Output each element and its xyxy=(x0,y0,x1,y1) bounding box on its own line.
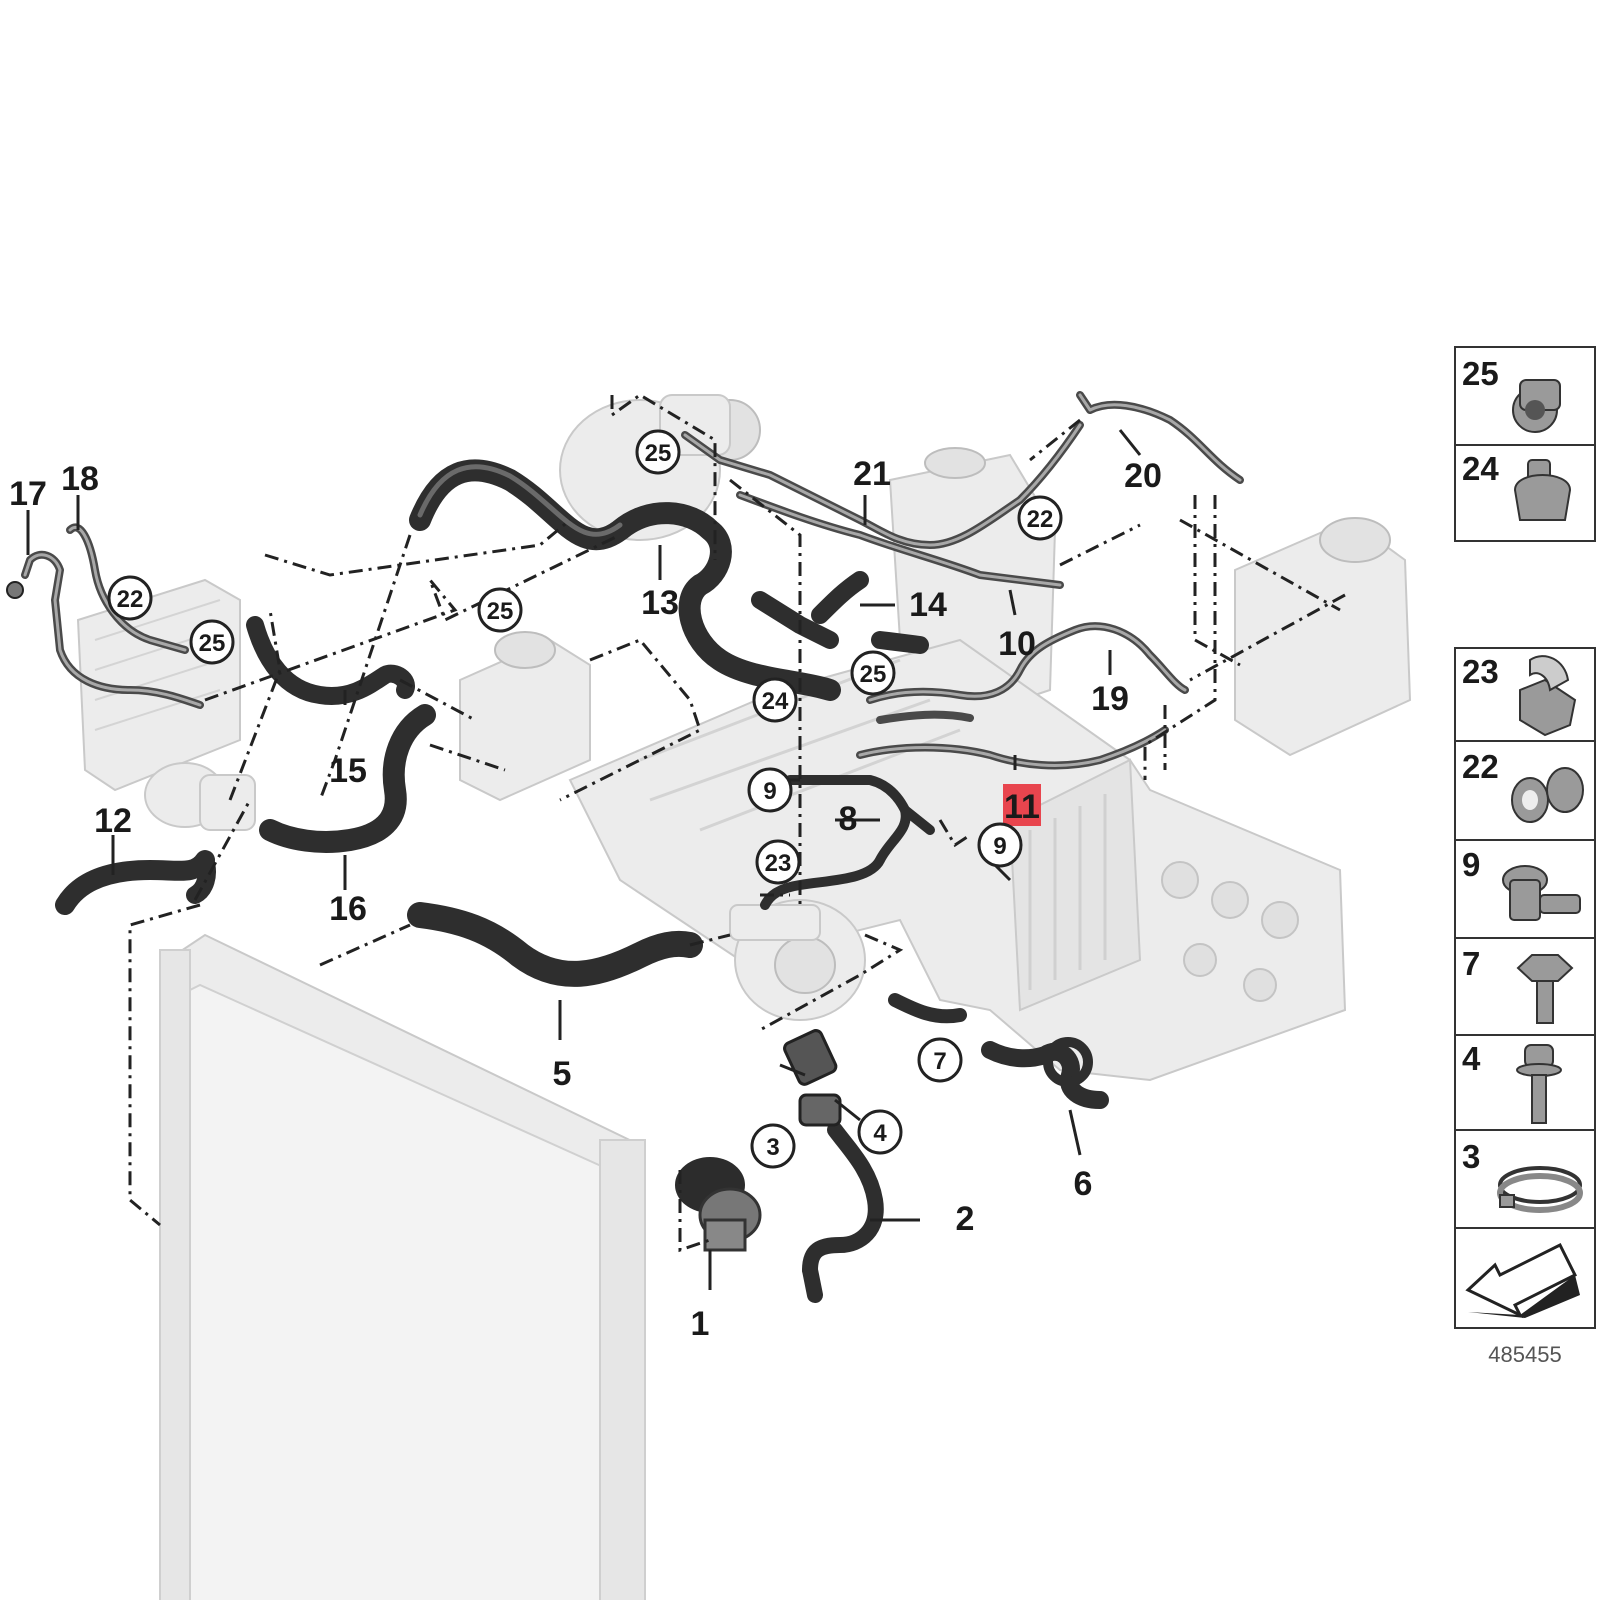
hoses xyxy=(55,459,1109,1303)
engine-block xyxy=(568,638,1347,1082)
legend-number: 4 xyxy=(1462,1040,1481,1077)
legend-number: 7 xyxy=(1462,945,1480,982)
legend-item-24: 24 xyxy=(1462,450,1572,521)
legend-number: 22 xyxy=(1462,748,1499,785)
legend-item-3: 3 xyxy=(1462,1138,1583,1213)
legend-item-9: 9 xyxy=(1462,846,1581,921)
callout-20: 20 xyxy=(1124,457,1162,495)
callout-16: 16 xyxy=(329,890,367,928)
callout-8: 8 xyxy=(839,800,858,838)
diagram-number: 485455 xyxy=(1488,1342,1561,1367)
circled-label: 22 xyxy=(117,586,144,613)
direction-arrow-icon xyxy=(1465,1242,1580,1319)
circled-label: 25 xyxy=(199,630,226,657)
circled-callouts: 25 25 25 25 22 22 24 23 xyxy=(107,429,1063,1169)
hex-bolt-icon xyxy=(1516,954,1574,1024)
hose-clip-icon xyxy=(1513,459,1572,521)
legend-number: 9 xyxy=(1462,846,1480,883)
circled-callout-25: 25 xyxy=(635,429,681,475)
circled-callout-3: 3 xyxy=(750,1123,796,1169)
circled-label: 24 xyxy=(762,688,789,715)
circled-callout-9: 9 xyxy=(977,822,1023,868)
callout-12: 12 xyxy=(94,802,132,840)
circled-label: 9 xyxy=(993,833,1006,860)
circled-callout-23: 23 xyxy=(755,839,801,885)
pipes xyxy=(6,391,1244,770)
thermostat-part xyxy=(675,1157,762,1252)
circled-label: 25 xyxy=(487,598,514,625)
callout-1: 1 xyxy=(691,1305,710,1343)
callout-2: 2 xyxy=(956,1200,975,1238)
legend-number: 25 xyxy=(1462,355,1499,392)
hose-connector-icon xyxy=(1512,379,1561,433)
circled-callout-22: 22 xyxy=(1017,495,1063,541)
legend-number: 3 xyxy=(1462,1138,1480,1175)
callout-14: 14 xyxy=(909,586,947,624)
double-clip-icon xyxy=(1511,767,1584,823)
legend-number: 23 xyxy=(1462,653,1499,690)
circled-label: 25 xyxy=(860,661,887,688)
callout-6: 6 xyxy=(1074,1165,1093,1203)
clip-holder-icon xyxy=(1519,655,1577,737)
circled-callout-25: 25 xyxy=(189,619,235,665)
circled-label: 23 xyxy=(765,850,792,877)
callout-19: 19 xyxy=(1091,680,1129,718)
circled-label: 3 xyxy=(766,1134,779,1161)
background-components xyxy=(76,394,1412,1600)
circled-callout-22: 22 xyxy=(107,575,153,621)
highlight-box xyxy=(1003,784,1041,826)
radiator xyxy=(159,933,646,1600)
circled-callout-7: 7 xyxy=(917,1037,963,1083)
callout-18: 18 xyxy=(61,460,99,498)
hose-clamp-icon xyxy=(1497,1166,1583,1213)
collar-screw-icon xyxy=(1516,1044,1562,1124)
circled-label: 25 xyxy=(645,440,672,467)
t-bracket-icon xyxy=(1502,865,1581,921)
circled-callout-25: 25 xyxy=(850,650,896,696)
legend-item-23: 23 xyxy=(1462,653,1577,737)
legend-bottom: 23 22 9 7 xyxy=(1454,647,1596,1329)
callout-17: 17 xyxy=(9,475,47,513)
callout-labels: 1 2 5 6 8 10 11 12 13 14 15 16 17 18 19 … xyxy=(9,455,1162,1343)
callout-21: 21 xyxy=(853,455,891,493)
callout-5: 5 xyxy=(553,1055,572,1093)
callout-15: 15 xyxy=(329,752,367,790)
circled-label: 9 xyxy=(763,778,776,805)
circled-callout-25: 25 xyxy=(477,587,523,633)
coolant-reservoir xyxy=(459,631,591,802)
circled-callout-24: 24 xyxy=(752,677,798,723)
circled-label: 4 xyxy=(873,1120,887,1147)
legend-top: 25 24 xyxy=(1454,346,1596,542)
legend-item-25: 25 xyxy=(1462,355,1561,433)
legend-number: 24 xyxy=(1462,450,1499,487)
circled-label: 7 xyxy=(933,1048,946,1075)
expansion-tank xyxy=(1234,517,1412,757)
circled-label: 22 xyxy=(1027,506,1054,533)
callout-10: 10 xyxy=(998,625,1036,663)
callout-11: 11 xyxy=(1004,788,1040,826)
circled-callout-9: 9 xyxy=(747,767,793,813)
legend-item-4: 4 xyxy=(1462,1040,1562,1124)
legend-item-22: 22 xyxy=(1462,748,1584,823)
legend-item-7: 7 xyxy=(1462,945,1574,1024)
callout-11-highlight: 11 xyxy=(1003,784,1041,826)
circled-callout-4: 4 xyxy=(857,1109,903,1155)
water-pump xyxy=(729,899,866,1021)
callout-13: 13 xyxy=(641,584,679,622)
